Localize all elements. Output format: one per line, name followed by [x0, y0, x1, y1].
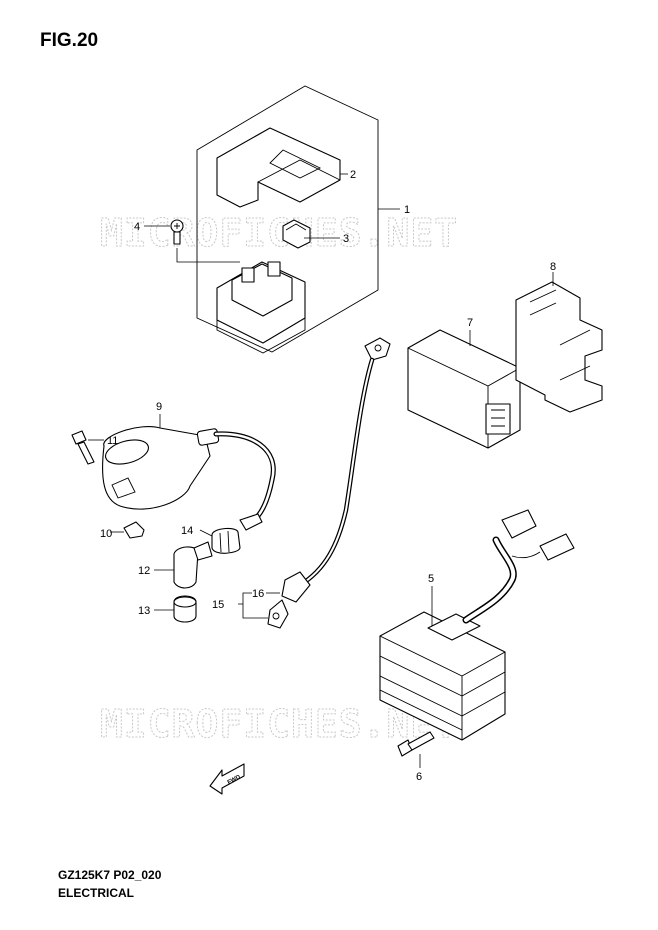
cable-boot	[281, 571, 311, 603]
figure-section-title: ELECTRICAL	[58, 886, 134, 900]
coil-bolt	[71, 430, 104, 465]
figure-code: GZ125K7 P02_020	[58, 868, 162, 882]
callout-9: 9	[156, 401, 162, 413]
callout-12: 12	[138, 565, 150, 577]
cdi-connector	[485, 403, 511, 435]
regulator-connector-a	[501, 509, 537, 539]
callout-16: 16	[252, 588, 264, 600]
relay-screw-shank	[173, 231, 181, 245]
cdi-unit	[407, 329, 521, 449]
cable-terminal-top	[364, 337, 391, 361]
spark-plug-cap-parts	[199, 513, 263, 554]
callout-7: 7	[467, 317, 473, 329]
callout-15: 15	[212, 599, 224, 611]
plug-cap-cover	[154, 595, 197, 623]
callout-1: 1	[404, 204, 410, 216]
starter-relay-assembly	[144, 85, 400, 354]
cdi-holder	[515, 272, 603, 413]
callout-11: 11	[107, 435, 118, 447]
main-fuse	[282, 219, 311, 249]
figure-title: FIG.20	[40, 30, 99, 51]
battery-ground-cable	[238, 337, 391, 629]
callout-14: 14	[181, 525, 193, 537]
callout-6: 6	[416, 771, 422, 783]
watermark-top: MICROFICHES.NET	[100, 211, 458, 255]
regulator-connector-b	[539, 533, 575, 561]
callout-13: 13	[138, 605, 150, 617]
regulator-screw	[397, 731, 435, 768]
spark-plug-cap	[154, 541, 213, 589]
callout-10: 10	[100, 528, 112, 540]
callout-5: 5	[428, 573, 434, 585]
coil-cap	[110, 521, 145, 539]
callout-3: 3	[343, 233, 349, 245]
assembly-outline	[196, 85, 379, 353]
regulator-rectifier	[379, 509, 575, 741]
forward-arrow: FWD	[209, 763, 245, 795]
callout-4: 4	[134, 221, 140, 233]
callout-2: 2	[350, 169, 356, 181]
ignition-coil	[102, 414, 276, 521]
callout-8: 8	[550, 261, 556, 273]
